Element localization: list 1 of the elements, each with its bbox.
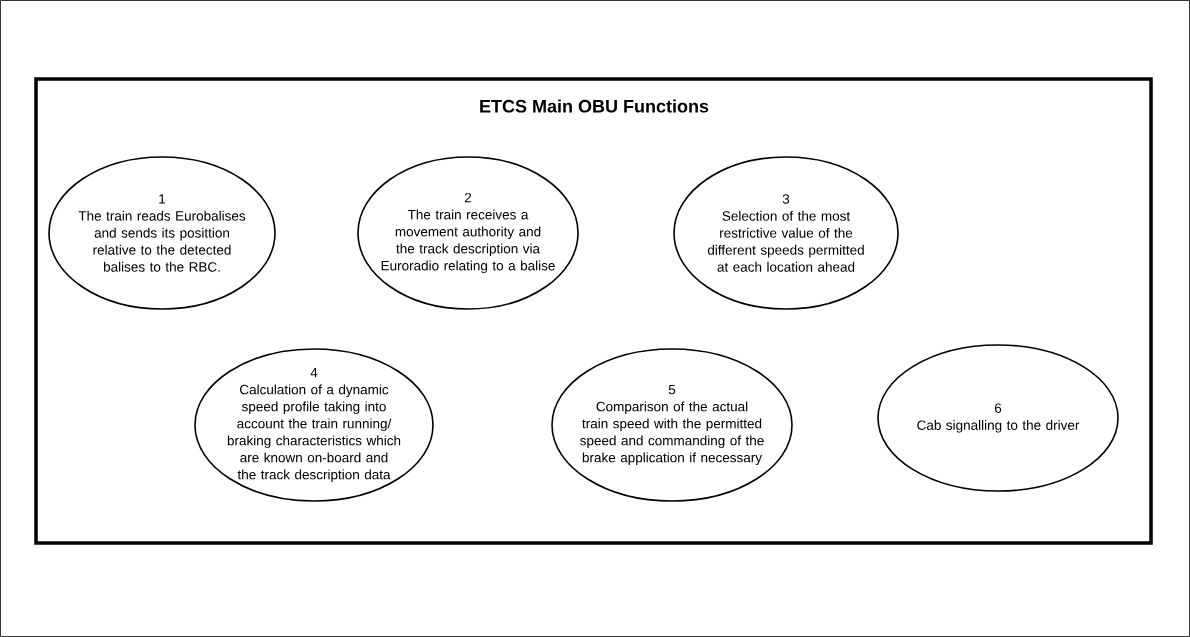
title: ETCS Main OBU Functions	[480, 99, 709, 113]
